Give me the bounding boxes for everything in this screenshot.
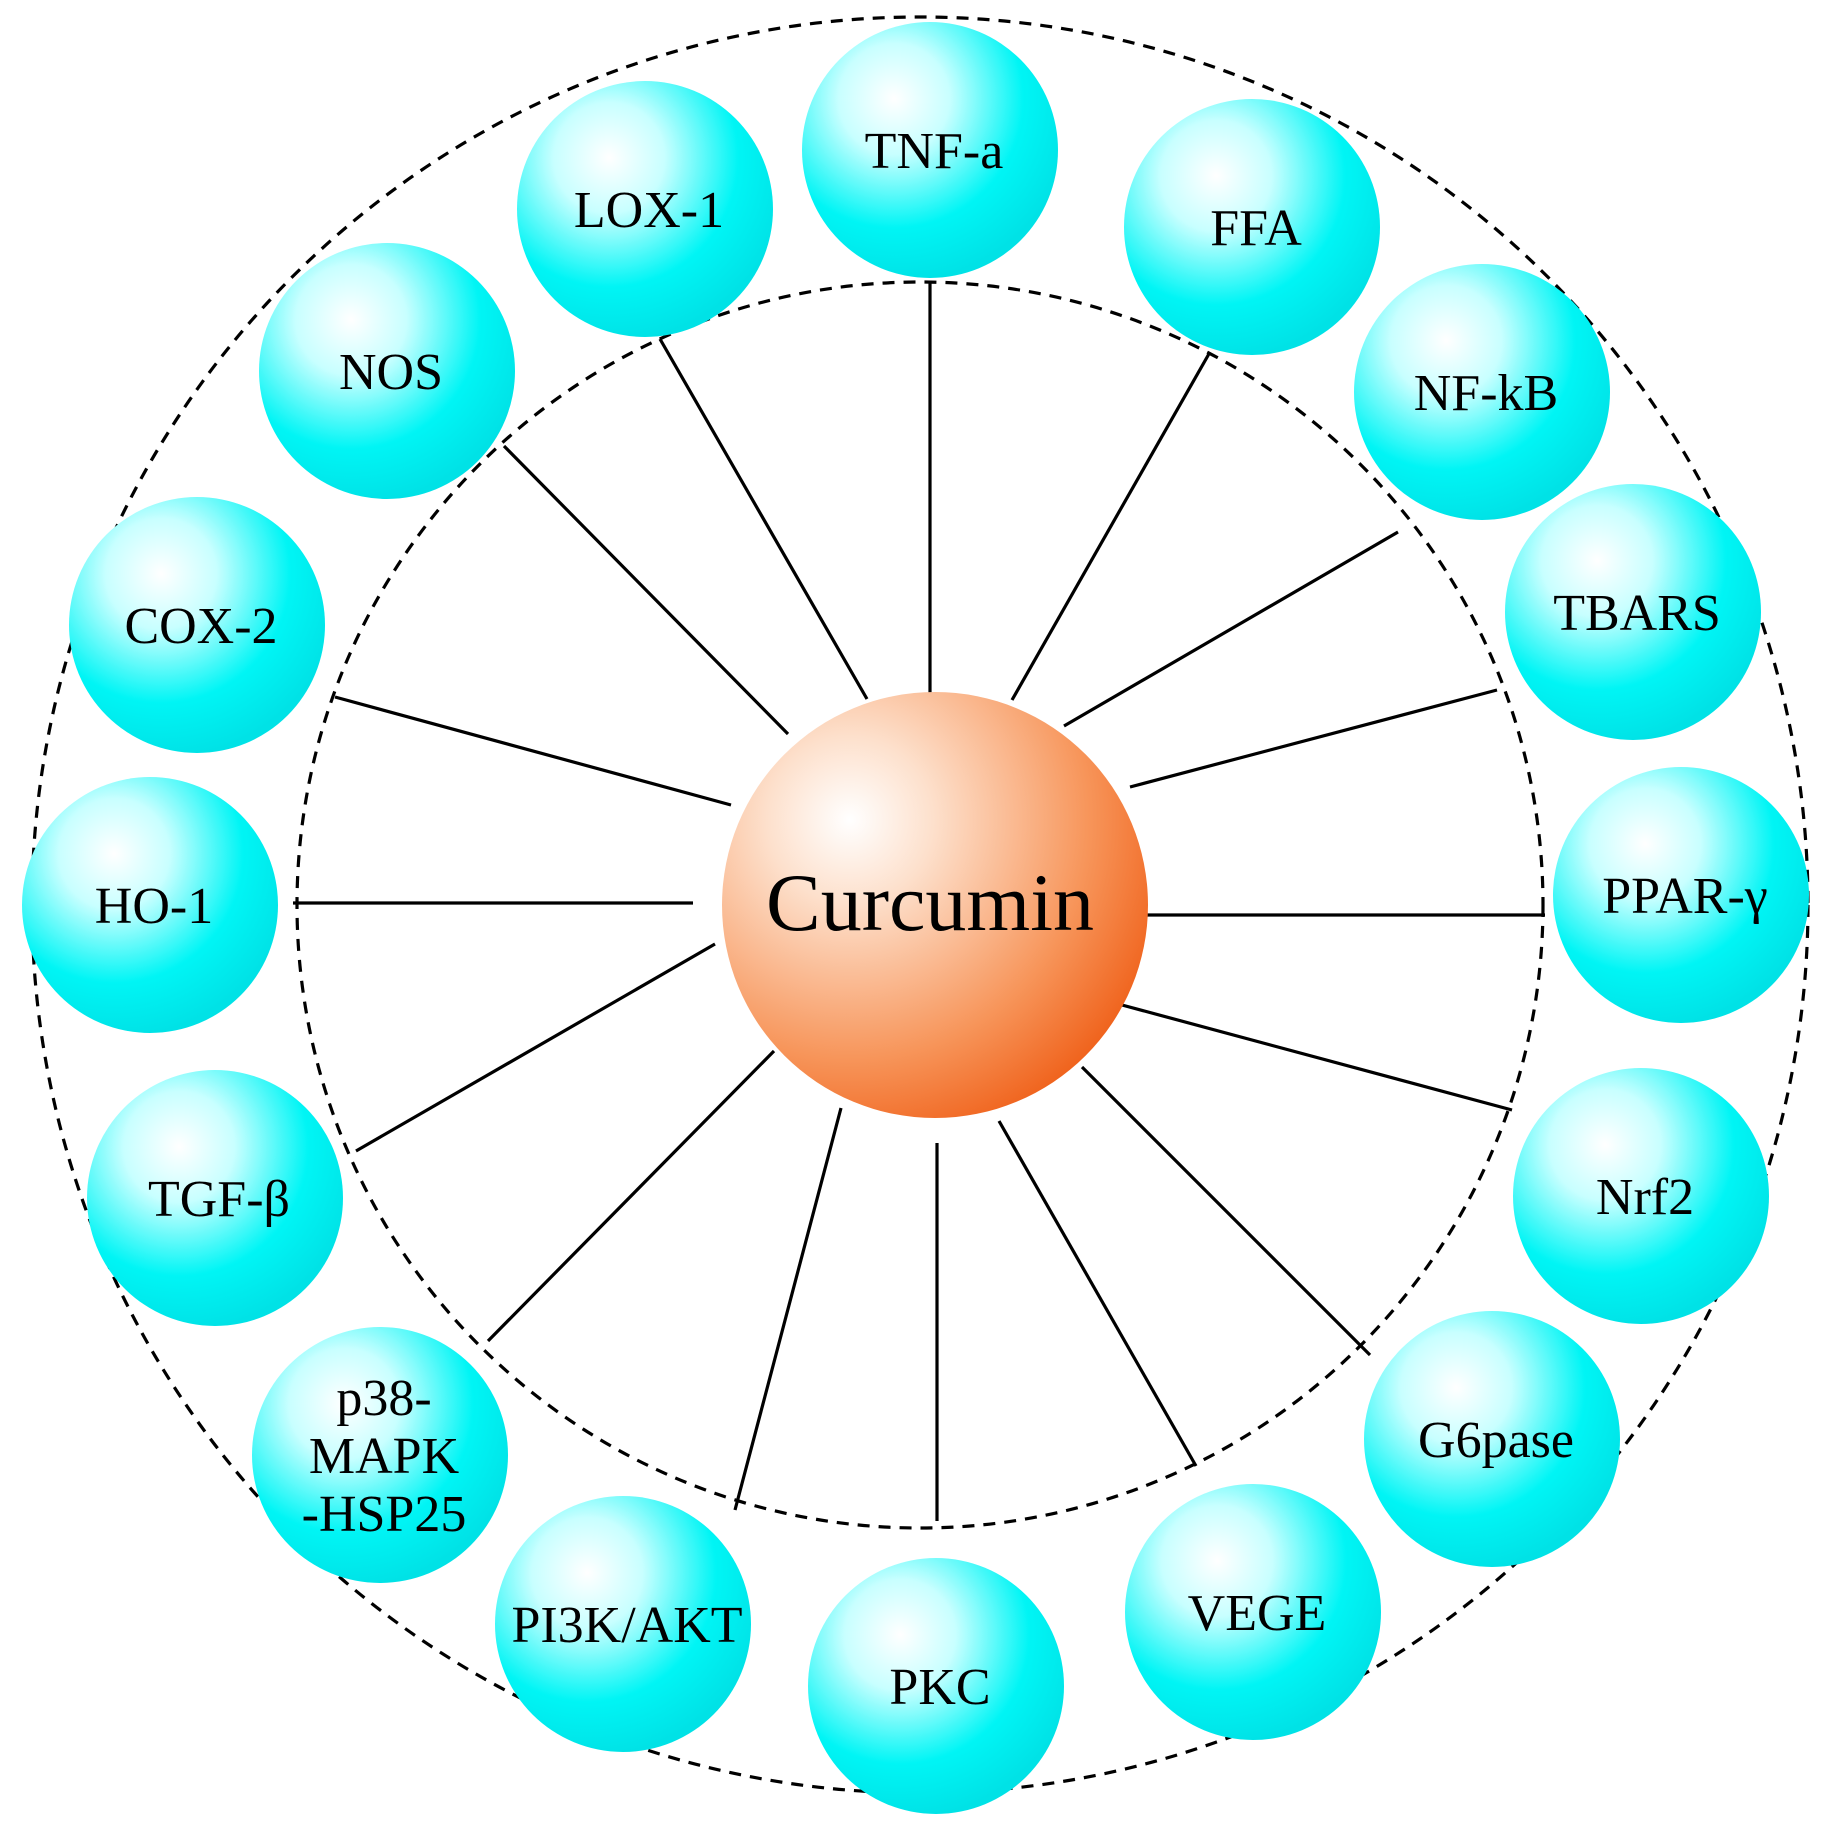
node-label-nrf2: Nrf2 <box>1596 1169 1694 1226</box>
node-sphere-pi3k-akt <box>495 1496 751 1752</box>
node-pi3k-akt: PI3K/AKT <box>495 1496 751 1752</box>
node-sphere-pkc <box>808 1558 1064 1814</box>
node-ffa: FFA <box>1124 99 1380 355</box>
node-tgf-beta: TGF-β <box>87 1070 343 1326</box>
node-label-ffa: FFA <box>1210 200 1302 257</box>
node-sphere-tbars <box>1505 484 1761 740</box>
node-ho-1: HO-1 <box>22 777 278 1033</box>
node-sphere-nf-kb <box>1354 264 1610 520</box>
connector-nrf2 <box>1121 1003 1513 1112</box>
connector-tgf-beta <box>355 942 716 1153</box>
node-vege: VEGE <box>1125 1484 1381 1740</box>
connector-nos <box>502 444 790 736</box>
node-label-lox-1: LOX-1 <box>574 182 724 239</box>
node-sphere-ffa <box>1124 99 1380 355</box>
curcumin-label: Curcumin <box>766 857 1094 948</box>
node-label-nf-kb: NF-kB <box>1414 365 1558 422</box>
node-sphere-ppar-gamma <box>1553 767 1809 1023</box>
node-sphere-tnf-a <box>802 22 1058 278</box>
node-label-tgf-beta: TGF-β <box>148 1171 290 1228</box>
node-cox-2: COX-2 <box>69 497 325 753</box>
node-label-tnf-a: TNF-a <box>865 123 1004 180</box>
node-sphere-g6pase <box>1364 1311 1620 1567</box>
curcumin-sphere <box>722 692 1148 1118</box>
node-label-p38-mapk-hsp25-line-3: -HSP25 <box>302 1486 467 1543</box>
node-label-p38-mapk-hsp25-line-1: p38- <box>336 1370 431 1427</box>
node-label-pkc: PKC <box>889 1659 990 1716</box>
node-label-ppar-gamma: PPAR-γ <box>1602 868 1768 925</box>
node-lox-1: LOX-1 <box>517 81 773 337</box>
connector-pi3k-akt <box>733 1107 843 1511</box>
inner-dashed-ring <box>295 280 1545 1530</box>
node-nos: NOS <box>259 243 515 499</box>
node-ppar-gamma: PPAR-γ <box>1553 767 1809 1023</box>
connector-lox-1 <box>658 338 869 700</box>
node-sphere-nos <box>259 243 515 499</box>
node-g6pase: G6pase <box>1364 1311 1620 1567</box>
node-pkc: PKC <box>808 1558 1064 1814</box>
node-label-p38-mapk-hsp25-line-2: MAPK <box>309 1428 460 1485</box>
node-label-vege: VEGE <box>1188 1585 1327 1642</box>
node-label-ho-1: HO-1 <box>95 878 213 935</box>
node-sphere-nrf2 <box>1513 1068 1769 1324</box>
node-nrf2: Nrf2 <box>1513 1068 1769 1324</box>
connector-ffa <box>1010 351 1212 701</box>
node-sphere-lox-1 <box>517 81 773 337</box>
connector-p38-mapk-hsp25 <box>486 1049 776 1343</box>
node-label-nos: NOS <box>339 344 443 401</box>
node-label-g6pase: G6pase <box>1418 1412 1574 1469</box>
node-tbars: TBARS <box>1505 484 1761 740</box>
node-p38-mapk-hsp25: p38-MAPK-HSP25 <box>252 1327 508 1583</box>
connector-cox-2 <box>334 695 732 807</box>
connector-nf-kb <box>1063 530 1399 728</box>
curcumin-center-node: Curcumin <box>722 692 1148 1118</box>
node-sphere-vege <box>1125 1484 1381 1740</box>
node-label-pi3k-akt: PI3K/AKT <box>511 1597 742 1654</box>
node-sphere-ho-1 <box>22 777 278 1033</box>
connector-vege <box>997 1120 1198 1467</box>
node-sphere-tgf-beta <box>87 1070 343 1326</box>
connector-g6pase <box>1080 1065 1372 1357</box>
node-label-tbars: TBARS <box>1553 585 1721 642</box>
node-tnf-a: TNF-a <box>802 22 1058 278</box>
connector-tbars <box>1129 688 1498 789</box>
node-label-cox-2: COX-2 <box>124 598 277 655</box>
connector-lines <box>293 282 1545 1521</box>
node-nf-kb: NF-kB <box>1354 264 1610 520</box>
node-sphere-p38-mapk-hsp25 <box>252 1327 508 1583</box>
node-sphere-cox-2 <box>69 497 325 753</box>
